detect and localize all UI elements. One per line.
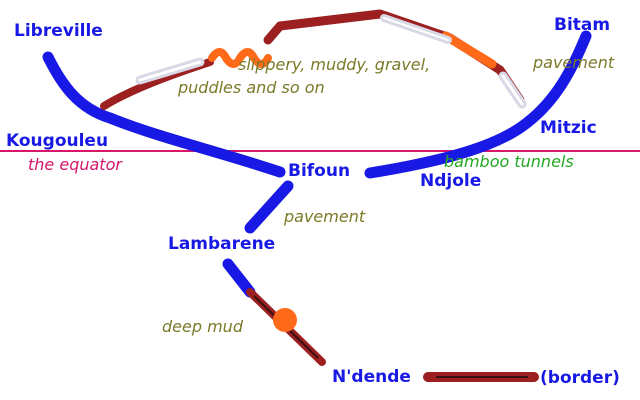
- slippery-section: [208, 48, 272, 68]
- note-pavement-north: pavement: [533, 53, 615, 72]
- note-border: (border): [540, 368, 620, 388]
- label-equator: the equator: [28, 155, 122, 174]
- deep-mud-marker: [273, 308, 297, 332]
- bamboo-tunnel-north-highlight: [383, 17, 449, 41]
- note-pavement-south: pavement: [284, 207, 366, 226]
- place-ndende: N'dende: [332, 367, 411, 387]
- bamboo-tunnel-west-highlight: [138, 60, 202, 82]
- orange-section-north: [441, 31, 497, 69]
- place-lambarene: Lambarene: [168, 234, 276, 254]
- place-kougouleu: Kougouleu: [6, 131, 109, 151]
- pavement-road-bifoun-lambarene: [244, 180, 294, 234]
- pavement-road-lambarene-south: [222, 258, 256, 298]
- place-ndjole: Ndjole: [420, 171, 482, 191]
- bamboo-tunnel-east-highlight: [501, 74, 524, 106]
- place-mitzic: Mitzic: [540, 118, 597, 138]
- place-bitam: Bitam: [554, 15, 611, 35]
- label-bamboo-tunnels: bamboo tunnels: [444, 152, 574, 171]
- note-road-condition-line2: puddles and so on: [178, 78, 325, 97]
- pavement-road-libreville-bifoun: [42, 51, 286, 178]
- note-deep-mud: deep mud: [162, 317, 243, 336]
- place-bifoun: Bifoun: [288, 161, 351, 181]
- pavement-road-bitam-ndjole: [364, 30, 592, 179]
- note-road-condition-line1: slippery, muddy, gravel,: [238, 55, 431, 74]
- place-libreville: Libreville: [14, 21, 103, 41]
